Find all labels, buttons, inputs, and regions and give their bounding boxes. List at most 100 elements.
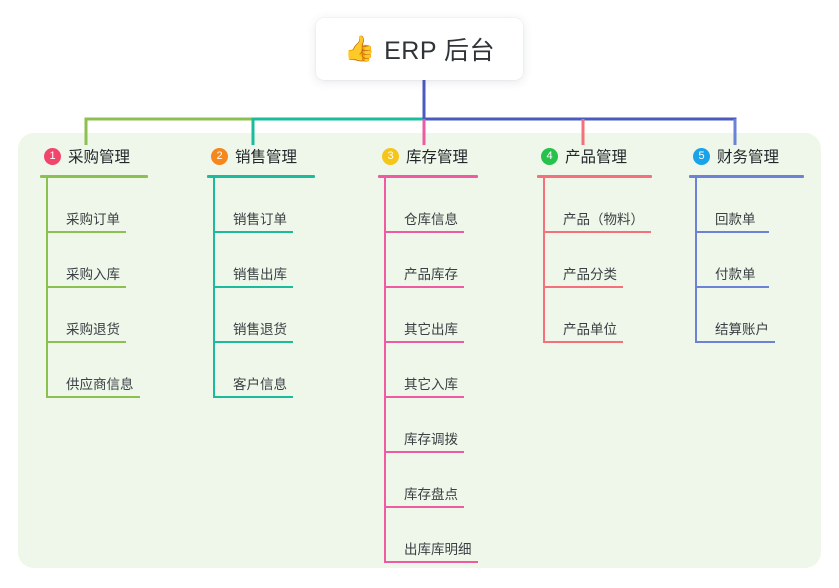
column-header[interactable]: 4 产品管理 <box>537 143 652 169</box>
menu-item[interactable]: 付款单 <box>689 233 804 288</box>
column-采购管理: 1 采购管理采购订单采购入库采购退货供应商信息 <box>40 143 148 398</box>
menu-item-label: 销售退货 <box>233 322 287 337</box>
menu-item[interactable]: 客户信息 <box>207 343 315 398</box>
menu-item[interactable]: 结算账户 <box>689 288 804 343</box>
column-header[interactable]: 3 库存管理 <box>378 143 478 169</box>
root-node-title: ERP 后台 <box>384 37 496 65</box>
column-header[interactable]: 5 财务管理 <box>689 143 804 169</box>
column-title: 销售管理 <box>235 149 298 166</box>
column-underline <box>537 175 652 178</box>
menu-item[interactable]: 产品单位 <box>537 288 652 343</box>
column-title: 采购管理 <box>68 149 131 166</box>
menu-item[interactable]: 采购入库 <box>40 233 148 288</box>
column-index-badge: 3 <box>382 147 399 165</box>
menu-item-underline <box>543 341 623 343</box>
menu-item[interactable]: 仓库信息 <box>378 178 478 233</box>
menu-item[interactable]: 供应商信息 <box>40 343 148 398</box>
column-title: 库存管理 <box>406 149 469 166</box>
column-header[interactable]: 2 销售管理 <box>207 143 315 169</box>
items-spine <box>46 178 48 398</box>
menu-item-underline <box>213 341 293 343</box>
menu-item-label: 库存盘点 <box>404 487 458 502</box>
menu-item-underline <box>213 396 293 398</box>
menu-item-underline <box>695 286 769 288</box>
column-index-badge: 1 <box>44 147 61 165</box>
menu-item-underline <box>384 231 464 233</box>
menu-item-label: 产品分类 <box>563 267 617 282</box>
menu-item-label: 结算账户 <box>715 322 769 337</box>
menu-item-underline <box>384 396 464 398</box>
column-产品管理: 4 产品管理产品（物料） 产品分类产品单位 <box>537 143 652 343</box>
menu-item-label: 其它出库 <box>404 322 458 337</box>
menu-item-label: 产品（物料） <box>563 212 644 227</box>
menu-item[interactable]: 库存盘点 <box>378 453 478 508</box>
menu-item[interactable]: 库存调拨 <box>378 398 478 453</box>
column-items: 采购订单采购入库采购退货供应商信息 <box>40 178 148 398</box>
column-underline <box>378 175 478 178</box>
menu-item-label: 其它入库 <box>404 377 458 392</box>
menu-item[interactable]: 采购订单 <box>40 178 148 233</box>
menu-item-underline <box>695 231 769 233</box>
menu-item-underline <box>384 286 464 288</box>
column-index-badge: 4 <box>541 147 558 165</box>
menu-item-label: 采购退货 <box>66 322 120 337</box>
menu-item-label: 库存调拨 <box>404 432 458 447</box>
thumbs-up-icon: 👍 <box>343 34 376 63</box>
menu-item-label: 采购入库 <box>66 267 120 282</box>
menu-item[interactable]: 其它出库 <box>378 288 478 343</box>
column-header[interactable]: 1 采购管理 <box>40 143 148 169</box>
column-items: 回款单付款单结算账户 <box>689 178 804 343</box>
menu-item-underline <box>46 396 140 398</box>
items-spine <box>213 178 215 398</box>
root-node-card[interactable]: 👍 ERP 后台 <box>316 18 523 80</box>
column-库存管理: 3 库存管理仓库信息产品库存其它出库其它入库库存调拨库存盘点出库库明细 <box>378 143 478 563</box>
menu-item[interactable]: 出库库明细 <box>378 508 478 563</box>
menu-item[interactable]: 采购退货 <box>40 288 148 343</box>
menu-item-label: 销售出库 <box>233 267 287 282</box>
column-items: 销售订单销售出库销售退货客户信息 <box>207 178 315 398</box>
menu-item-label: 出库库明细 <box>404 542 472 557</box>
menu-item[interactable]: 销售退货 <box>207 288 315 343</box>
menu-item-underline <box>46 286 126 288</box>
content-panel <box>18 133 821 568</box>
menu-item-underline <box>384 561 478 563</box>
column-index-badge: 2 <box>211 147 228 165</box>
column-items: 仓库信息产品库存其它出库其它入库库存调拨库存盘点出库库明细 <box>378 178 478 563</box>
column-title: 产品管理 <box>565 149 628 166</box>
menu-item[interactable]: 产品库存 <box>378 233 478 288</box>
menu-item-label: 仓库信息 <box>404 212 458 227</box>
menu-item-label: 销售订单 <box>233 212 287 227</box>
menu-item-underline <box>46 231 126 233</box>
column-underline <box>207 175 315 178</box>
menu-item-underline <box>543 286 623 288</box>
menu-item-underline <box>384 341 464 343</box>
column-title: 财务管理 <box>717 149 780 166</box>
menu-item-label: 采购订单 <box>66 212 120 227</box>
column-销售管理: 2 销售管理销售订单销售出库销售退货客户信息 <box>207 143 315 398</box>
items-spine <box>543 178 545 343</box>
menu-item-label: 客户信息 <box>233 377 287 392</box>
menu-item[interactable]: 销售出库 <box>207 233 315 288</box>
column-underline <box>40 175 148 178</box>
items-spine <box>384 178 386 563</box>
menu-item[interactable]: 产品分类 <box>537 233 652 288</box>
column-财务管理: 5 财务管理回款单付款单结算账户 <box>689 143 804 343</box>
menu-item-label: 产品单位 <box>563 322 617 337</box>
menu-item[interactable]: 回款单 <box>689 178 804 233</box>
items-spine <box>695 178 697 343</box>
menu-item[interactable]: 销售订单 <box>207 178 315 233</box>
menu-item-underline <box>46 341 126 343</box>
menu-item-label: 付款单 <box>715 267 756 282</box>
menu-item-underline <box>384 451 464 453</box>
column-underline <box>689 175 804 178</box>
menu-item[interactable]: 其它入库 <box>378 343 478 398</box>
column-items: 产品（物料） 产品分类产品单位 <box>537 178 652 343</box>
menu-item[interactable]: 产品（物料） <box>537 178 652 233</box>
column-index-badge: 5 <box>693 147 710 165</box>
menu-item-label: 回款单 <box>715 212 756 227</box>
menu-item-underline <box>695 341 775 343</box>
menu-item-underline <box>213 286 293 288</box>
menu-item-underline <box>543 231 651 233</box>
menu-item-underline <box>213 231 293 233</box>
